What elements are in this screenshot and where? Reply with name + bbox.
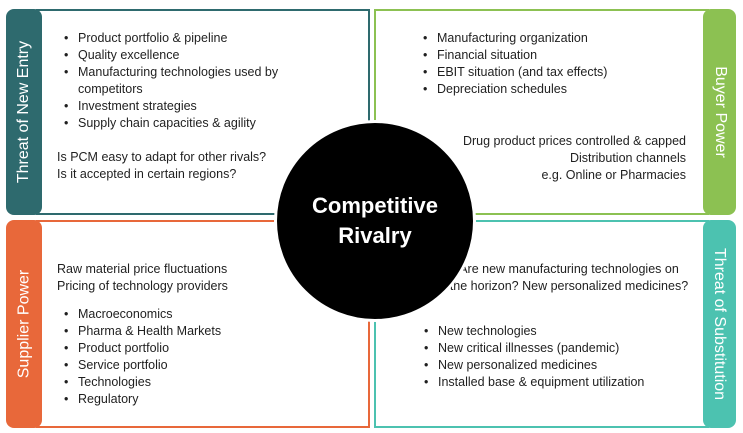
list-item: Pharma & Health Markets [60, 323, 280, 340]
list-item: Quality excellence [60, 47, 310, 64]
list-item: Installed base & equipment utilization [420, 374, 690, 391]
list-item: Depreciation schedules [419, 81, 669, 98]
note-text: Distribution channels [569, 151, 686, 165]
note-text: Raw material price fluctuations [57, 262, 228, 276]
competitive-rivalry-title: Competitive Rivalry [300, 191, 450, 251]
list-item: New technologies [420, 323, 690, 340]
threat-of-substitution-questions: Are new manufacturing technologies on th… [438, 261, 700, 295]
list-item: New critical illnesses (pandemic) [420, 340, 690, 357]
buyer-power-notes: Drug product prices controlled & capped … [420, 133, 686, 184]
note-text: Drug product prices controlled & capped [462, 134, 686, 148]
note-text: Pricing of technology providers [57, 279, 228, 293]
list-item: New personalized medicines [420, 357, 690, 374]
list-item: Financial situation [419, 47, 669, 64]
list-item: Product portfolio [60, 340, 280, 357]
threat-of-new-entry-questions: Is PCM easy to adapt for other rivals? I… [57, 149, 317, 183]
question-text: Is PCM easy to adapt for other rivals? [57, 150, 267, 164]
threat-of-new-entry-tab: Threat of New Entry [6, 9, 42, 215]
list-item: Manufacturing organization [419, 30, 669, 47]
question-text: Is it accepted in certain regions? [57, 167, 237, 181]
center-title-line: Competitive [312, 193, 438, 218]
list-item: Regulatory [60, 391, 280, 408]
supplier-power-notes: Raw material price fluctuations Pricing … [57, 261, 307, 295]
threat-of-new-entry-label: Threat of New Entry [15, 40, 32, 184]
question-text: the horizon? New personalized medicines? [449, 279, 689, 293]
list-item: Product portfolio & pipeline [60, 30, 310, 47]
threat-of-new-entry-bullets: Product portfolio & pipeline Quality exc… [60, 30, 310, 132]
supplier-power-label: Supplier Power [15, 269, 32, 379]
supplier-power-bullets: Macroeconomics Pharma & Health Markets P… [60, 306, 280, 408]
threat-of-substitution-tab: Threat of Substitution [703, 220, 736, 428]
note-text: e.g. Online or Pharmacies [541, 168, 686, 182]
threat-of-substitution-bullets: New technologies New critical illnesses … [420, 323, 690, 391]
list-item: Manufacturing technologies used by compe… [60, 64, 310, 98]
buyer-power-bullets: Manufacturing organization Financial sit… [419, 30, 669, 98]
list-item: Technologies [60, 374, 280, 391]
competitive-rivalry-circle: Competitive Rivalry [274, 120, 476, 322]
threat-of-substitution-label: Threat of Substitution [711, 247, 729, 401]
buyer-power-label: Buyer Power [711, 66, 729, 158]
list-item: EBIT situation (and tax effects) [419, 64, 669, 81]
center-title-line: Rivalry [338, 223, 412, 248]
list-item: Service portfolio [60, 357, 280, 374]
list-item: Investment strategies [60, 98, 310, 115]
list-item: Macroeconomics [60, 306, 280, 323]
buyer-power-tab: Buyer Power [703, 9, 736, 215]
question-text: Are new manufacturing technologies on [459, 262, 679, 276]
supplier-power-tab: Supplier Power [6, 220, 42, 428]
list-item: Supply chain capacities & agility [60, 115, 310, 132]
